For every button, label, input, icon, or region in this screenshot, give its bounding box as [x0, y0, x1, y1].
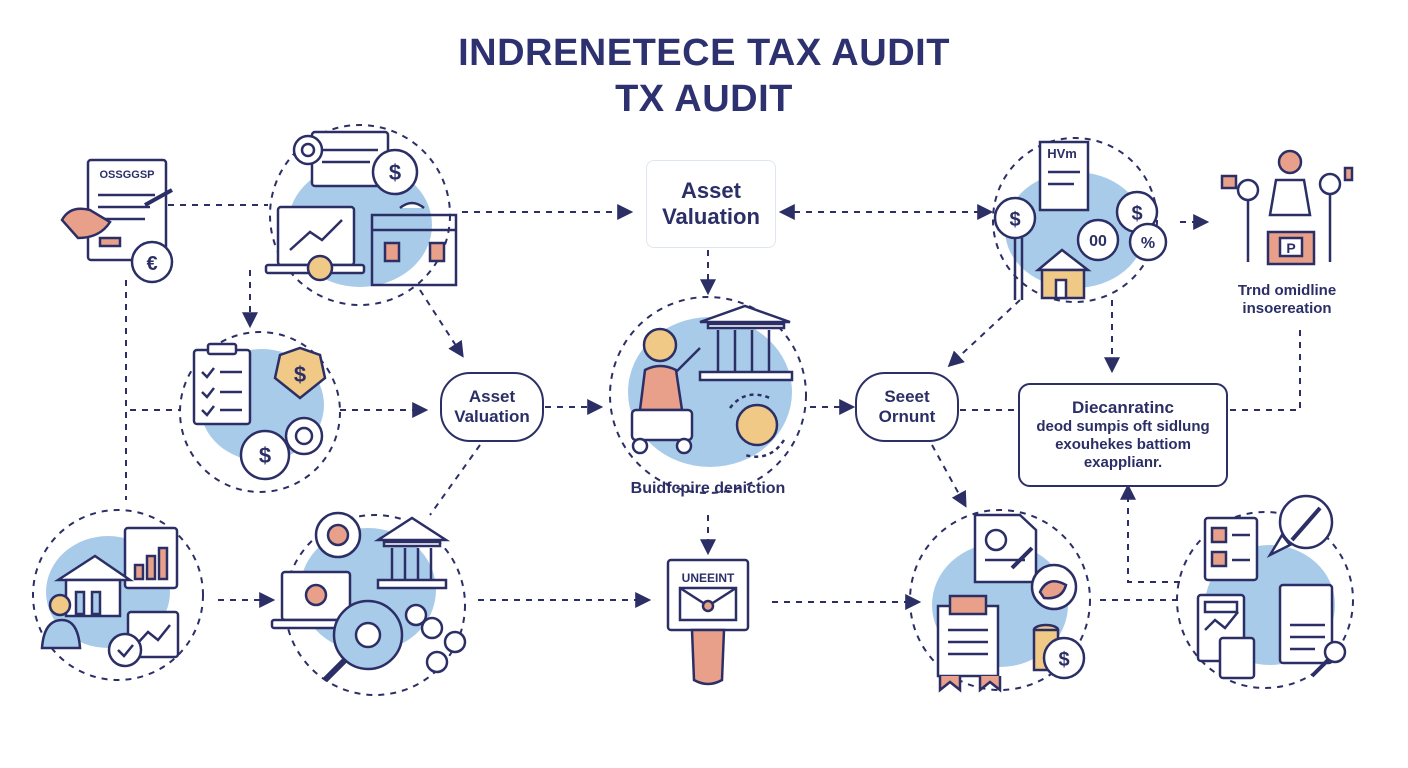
node-asset-valuation-top-line1: Asset: [681, 177, 741, 203]
documents-coins-icon: [936, 513, 1086, 693]
node-asset-valuation-top-line2: Valuation: [662, 204, 760, 229]
bank-person-chart-icon: [40, 526, 180, 668]
envelope-sign-icon: [666, 558, 750, 686]
diagram-title: INDRENETECE TAX AUDIT: [458, 32, 950, 74]
connector-trnd-to-box: [1228, 330, 1301, 411]
oo-coin-symbol: 00: [1089, 233, 1107, 250]
diagram-subtitle: TX AUDIT: [615, 78, 793, 120]
uneeint-sign-text: UNEEINT: [682, 571, 735, 585]
node-diecanratinc[interactable]: Diecanratinc deod sumpis oft sidlung exo…: [1018, 383, 1228, 487]
checklist-coins-icon: [192, 342, 327, 481]
node-diecanratinc-line1: Diecanratinc: [1071, 397, 1175, 417]
node-asset-valuation-mid-line1: Asset: [468, 386, 516, 406]
hvm-doc-header: HVm: [1047, 146, 1077, 161]
node-center-caption: Buidfcpire deniction: [600, 477, 816, 501]
dollar-coin-symbol-4: $: [1131, 203, 1142, 225]
connector-laptop-to-asset-mid: [419, 289, 464, 358]
doc-header-text: OSSGGSP: [99, 169, 154, 181]
connectors: [125, 204, 1301, 610]
connector-right-bottom-to-box: [1120, 483, 1180, 583]
node-diecanratinc-line4: exapplianr.: [1083, 454, 1163, 472]
euro-symbol: €: [146, 253, 157, 275]
dollar-coin-symbol-5: $: [1058, 649, 1069, 671]
dollar-coin-symbol-2: $: [259, 443, 271, 468]
node-trnd-line2: insoereation: [1242, 300, 1332, 317]
node-diecanratinc-line2: deod sumpis oft sidlung: [1036, 418, 1210, 436]
node-trnd: Trnd omidline insoereation: [1212, 278, 1362, 322]
forms-calculator-icon: [1196, 494, 1347, 680]
percent-coin-symbol: %: [1141, 235, 1155, 252]
node-diecanratinc-line3: exouhekes battiom: [1055, 436, 1191, 454]
node-seet-ornunt-line2: Ornunt: [878, 407, 936, 426]
node-asset-valuation-top[interactable]: Asset Valuation: [646, 160, 776, 248]
node-asset-valuation-mid-line2: Valuation: [454, 407, 530, 426]
node-trnd-line1: Trnd omidline: [1237, 282, 1337, 299]
connector-seet-to-docs: [931, 444, 967, 508]
dollar-coin-symbol-3: $: [1009, 209, 1020, 231]
people-podium-icon: [1220, 149, 1354, 266]
node-center-caption-text: Buidfcpire deniction: [630, 480, 786, 498]
document-euro-icon: [60, 158, 174, 284]
dashed-rings: [32, 124, 1354, 696]
node-seet-ornunt[interactable]: Seeet Ornunt: [855, 372, 959, 442]
dollar-bag-symbol: $: [294, 362, 306, 387]
node-asset-valuation-mid[interactable]: Asset Valuation: [440, 372, 544, 442]
laptop-growth-icon: [264, 130, 458, 287]
connector-coins-to-seet: [947, 299, 1021, 368]
podium-sign: P: [1286, 240, 1295, 256]
bank-magnifier-icon: [270, 511, 467, 683]
auditor-bank-icon: [630, 304, 794, 458]
connector-asset-mid-to-gear: [429, 444, 481, 516]
node-seet-ornunt-line1: Seeet: [884, 386, 930, 406]
dollar-coin-symbol: $: [389, 160, 401, 185]
coins-house-icon: [993, 140, 1168, 300]
